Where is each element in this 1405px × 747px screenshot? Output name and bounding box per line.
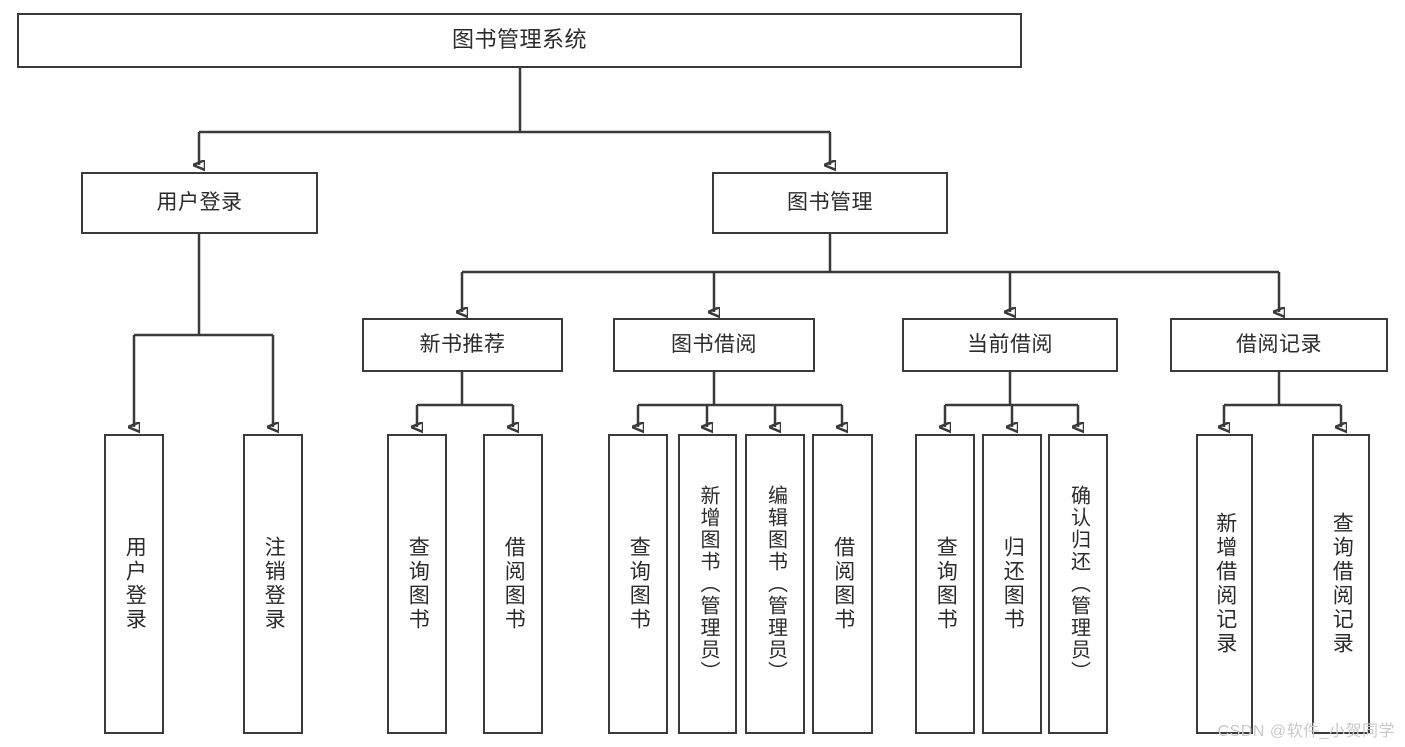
leaf-borrow-record-add[interactable]: 新增借阅记录 xyxy=(1196,434,1253,734)
watermark-text: CSDN @软件_小贺同学 xyxy=(1217,723,1395,740)
node-root[interactable]: 图书管理系统 xyxy=(17,13,1022,68)
node-book-borrow[interactable]: 图书借阅 xyxy=(613,318,815,372)
leaf-new-book-borrow[interactable]: 借阅图书 xyxy=(483,434,543,734)
node-user-login[interactable]: 用户登录 xyxy=(81,172,318,234)
leaf-current-borrow-confirm[interactable]: 确认归还（管理员） xyxy=(1048,434,1108,734)
leaf-new-book-query[interactable]: 查询图书 xyxy=(387,434,447,734)
leaf-book-borrow-query[interactable]: 查询图书 xyxy=(608,434,668,734)
leaf-book-borrow-borrow[interactable]: 借阅图书 xyxy=(812,434,873,734)
leaf-user-login-login[interactable]: 用户登录 xyxy=(104,434,164,734)
node-new-book-recommend[interactable]: 新书推荐 xyxy=(362,318,563,372)
node-book-manage[interactable]: 图书管理 xyxy=(712,172,948,234)
leaf-current-borrow-query[interactable]: 查询图书 xyxy=(915,434,975,734)
leaf-current-borrow-return[interactable]: 归还图书 xyxy=(982,434,1042,734)
leaf-book-borrow-edit[interactable]: 编辑图书（管理员） xyxy=(745,434,805,734)
leaf-borrow-record-query[interactable]: 查询借阅记录 xyxy=(1312,434,1370,734)
leaf-user-login-logout[interactable]: 注销登录 xyxy=(243,434,303,734)
node-current-borrow[interactable]: 当前借阅 xyxy=(902,318,1118,372)
leaf-book-borrow-add[interactable]: 新增图书（管理员） xyxy=(678,434,737,734)
node-borrow-record[interactable]: 借阅记录 xyxy=(1170,318,1388,372)
